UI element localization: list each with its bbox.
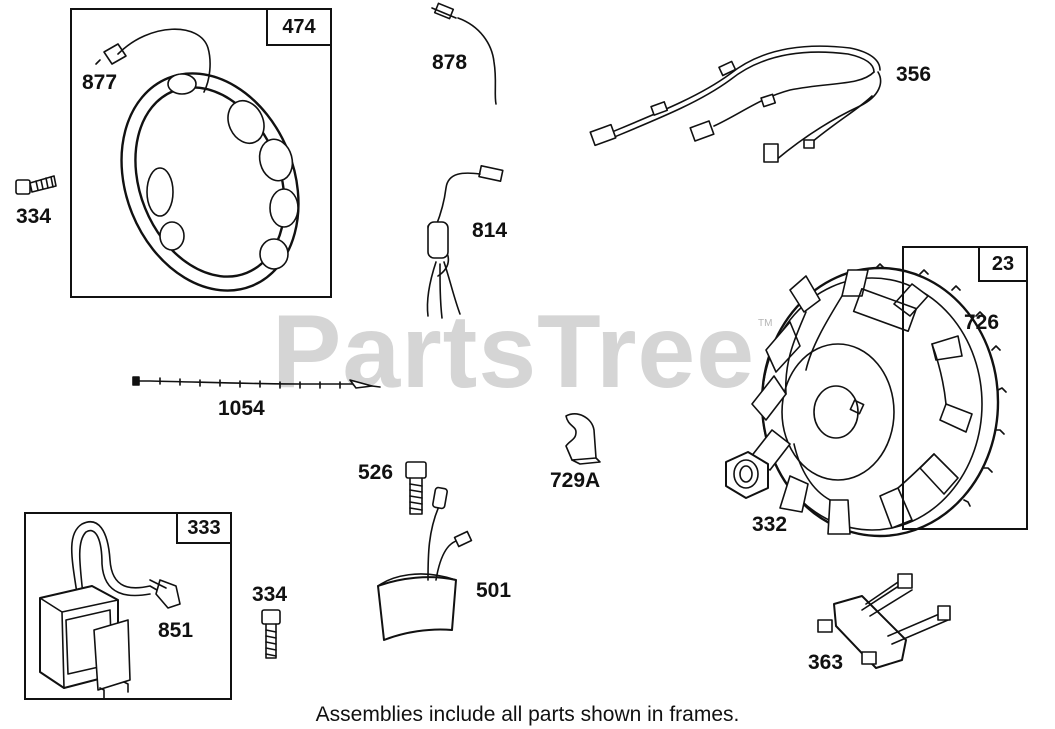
label-726: 726 (964, 311, 1000, 334)
module-501-drawing (377, 486, 473, 641)
label-878: 878 (432, 51, 468, 74)
wire-1054-drawing (132, 376, 381, 389)
label-501: 501 (476, 579, 512, 602)
frame-333 (24, 512, 232, 700)
label-334-bottom: 334 (252, 583, 288, 606)
frame-23 (902, 246, 1028, 530)
frame-333-tag: 333 (176, 512, 232, 544)
label-877: 877 (82, 71, 118, 94)
screw-334-top-drawing (15, 175, 57, 195)
label-363: 363 (808, 651, 844, 674)
frame-474-tag: 474 (266, 8, 332, 46)
watermark-trademark: TM (758, 318, 773, 329)
harness-356-drawing (589, 45, 882, 163)
label-851: 851 (158, 619, 194, 642)
wire-878-drawing (431, 2, 497, 105)
clip-729a-drawing (565, 413, 601, 465)
parts-tree-watermark: PartsTree (272, 294, 756, 410)
frames-footnote: Assemblies include all parts shown in fr… (315, 703, 740, 726)
frame-474 (70, 8, 332, 298)
screw-334-bottom-drawing (261, 609, 281, 659)
label-526: 526 (358, 461, 394, 484)
nut-332-drawing (725, 451, 769, 499)
wire-851-drawing (149, 579, 167, 589)
label-334-top: 334 (16, 205, 52, 228)
alternator-stator-drawing (95, 28, 300, 292)
label-1054: 1054 (218, 397, 265, 420)
wire-814-drawing (426, 165, 504, 319)
screw-526-drawing (405, 461, 427, 515)
label-729a: 729A (550, 469, 601, 492)
frame-23-tag: 23 (978, 246, 1028, 282)
label-356: 356 (896, 63, 932, 86)
flywheel-drawing (749, 263, 1007, 538)
bracket-363-drawing (817, 573, 951, 669)
ignition-armature-drawing (39, 521, 181, 699)
label-814: 814 (472, 219, 508, 242)
label-332: 332 (752, 513, 788, 536)
